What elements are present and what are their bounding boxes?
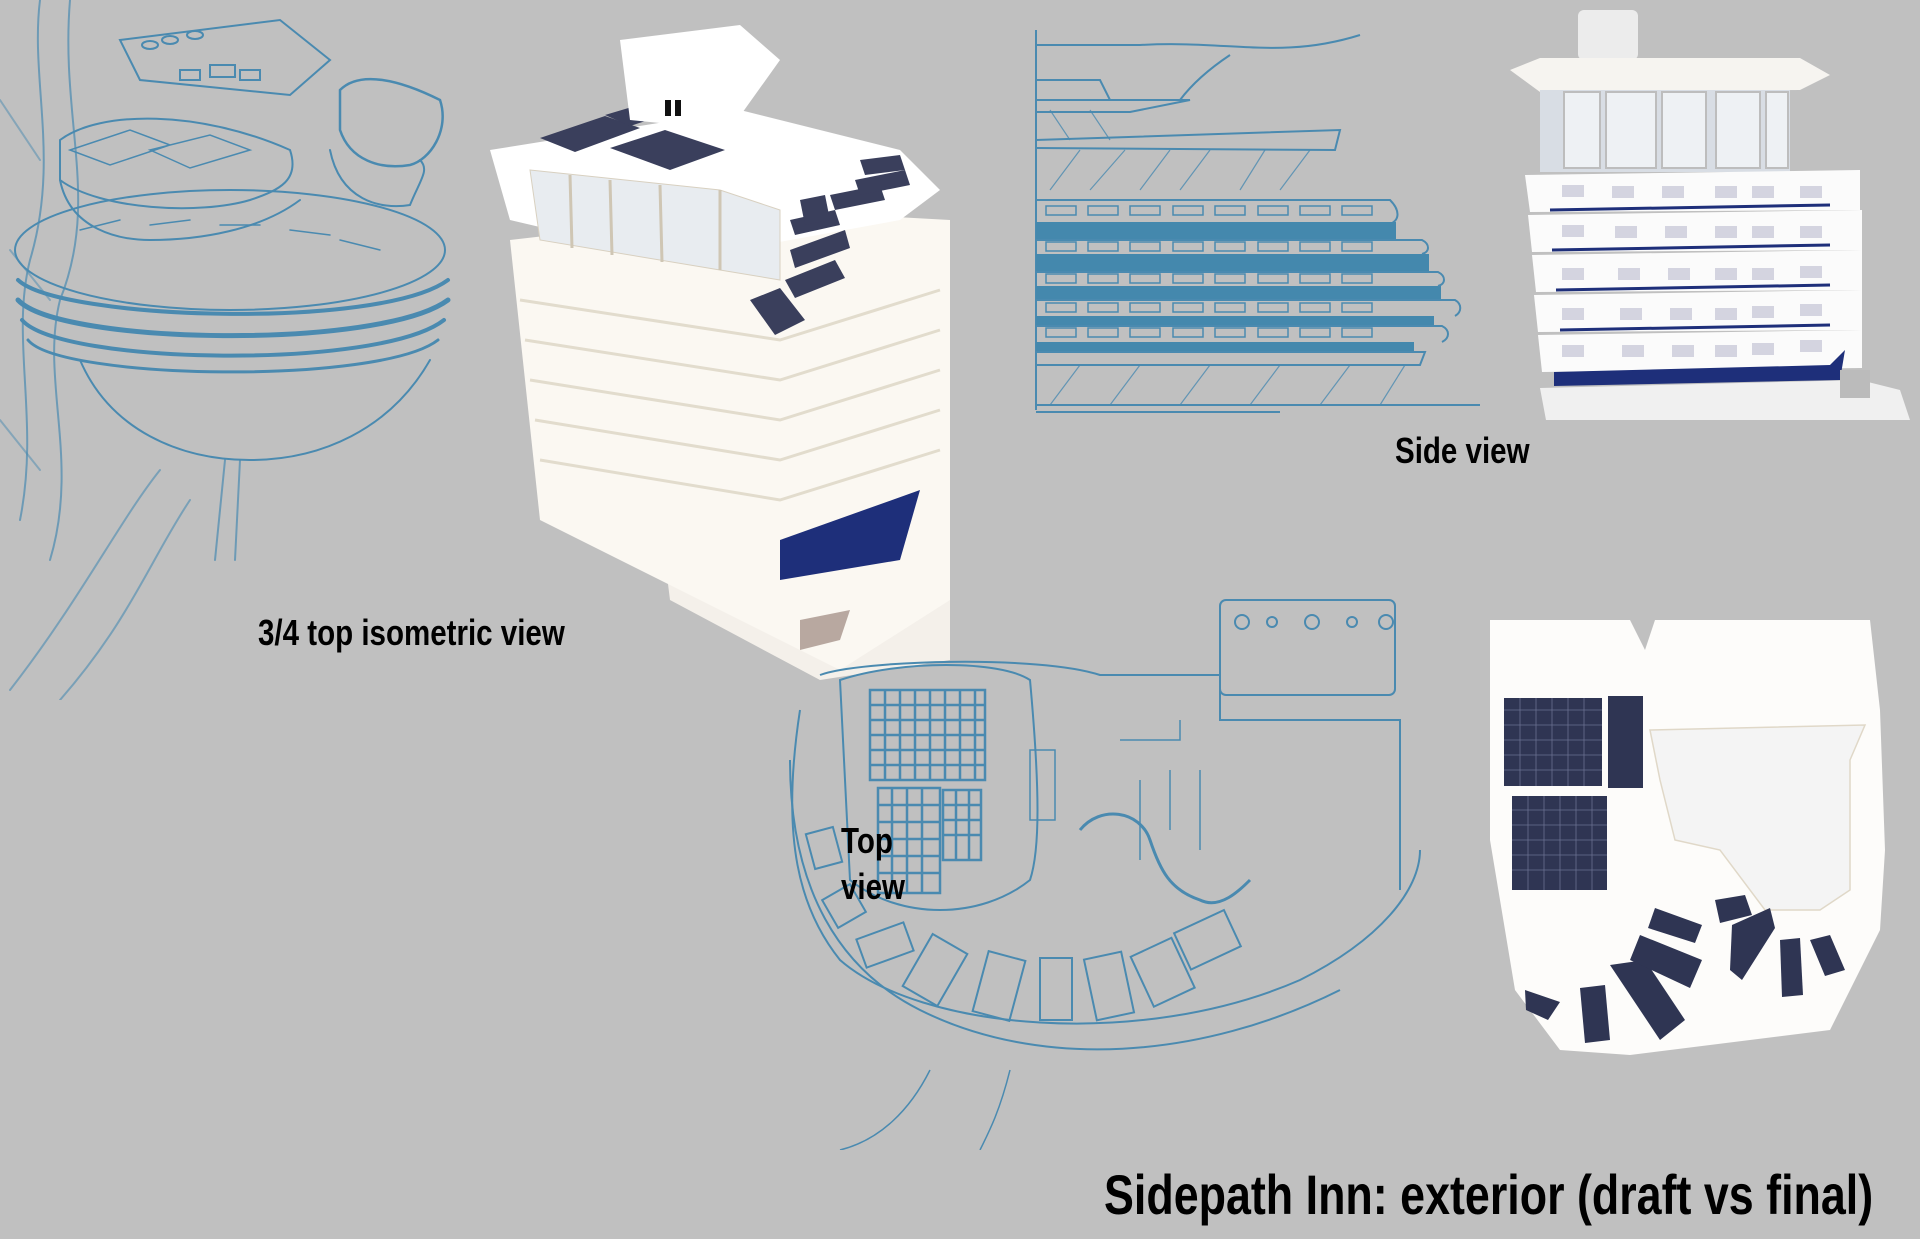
top-view-label-line1: Top — [841, 820, 893, 861]
top-draft-sketch — [780, 590, 1440, 1150]
top-final-render — [1480, 610, 1920, 1070]
side-view-label: Side view — [1395, 430, 1530, 471]
sheet-title: Sidepath Inn: exterior (draft vs final) — [1104, 1163, 1874, 1226]
top-view-label: Top view — [841, 818, 905, 910]
isometric-view-label: 3/4 top isometric view — [258, 612, 565, 653]
side-final-render — [1500, 0, 1920, 420]
top-view-label-line2: view — [841, 866, 905, 907]
isometric-draft-sketch — [0, 0, 480, 700]
isometric-final-render — [480, 20, 960, 680]
side-draft-sketch — [1030, 20, 1480, 420]
